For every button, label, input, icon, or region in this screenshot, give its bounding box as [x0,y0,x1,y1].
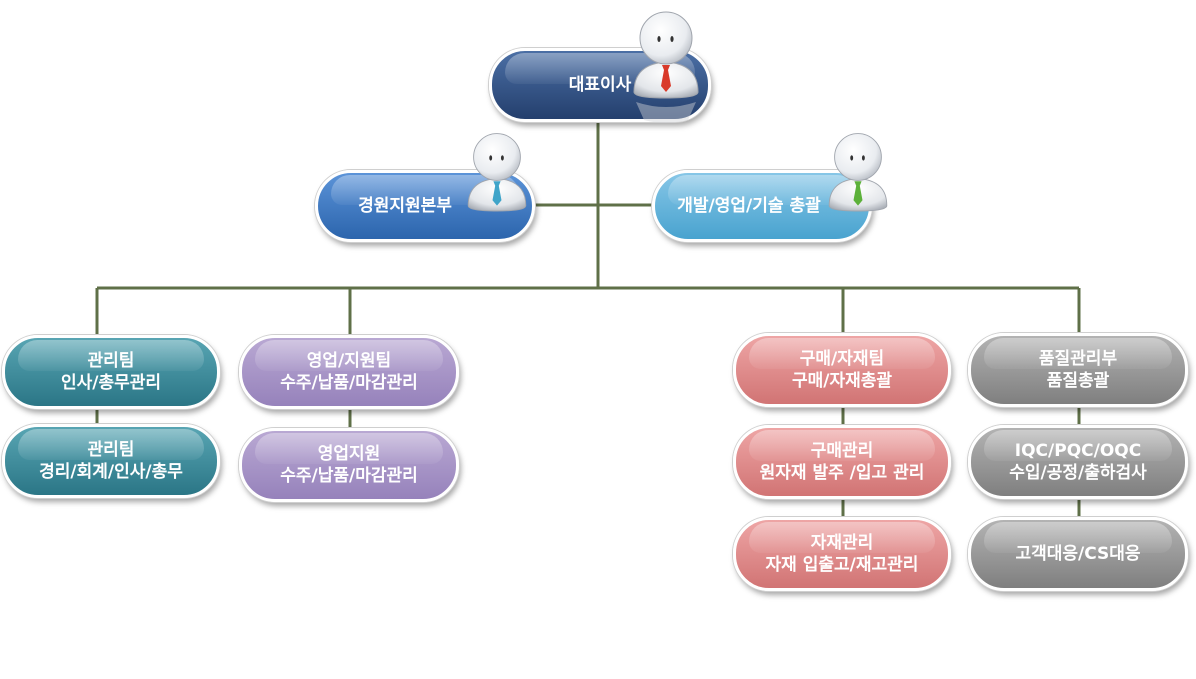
team-box-title: 관리팀 [87,351,135,371]
team-box-title: 관리팀 [87,440,135,460]
ceo-label: 대표이사 [568,75,632,95]
division-label: 개발/영업/기술 총괄 [677,196,821,216]
team-box-inspection: IQC/PQC/OQC 수입/공정/출하검사 [968,425,1188,499]
team-box-sales-support-team: 영업/지원팀 수주/납품/마감관리 [239,335,459,409]
team-box-subtitle: 원자재 발주 /입고 관리 [759,463,925,483]
team-box-materials: 자재관리 자재 입출고/재고관리 [733,517,951,591]
team-box-subtitle: 자재 입출고/재고관리 [765,555,919,575]
team-box-subtitle: 수주/납품/마감관리 [280,466,418,486]
division-label: 경원지원본부 [358,196,452,216]
team-box-title: 품질관리부 [1038,349,1118,369]
team-box-title: 영업/지원팀 [306,351,392,371]
team-box-title: 구매/자재팀 [799,349,885,369]
person-icon-management-support [467,133,527,212]
team-box-title: 자재관리 [810,533,874,553]
team-box-subtitle: 수주/납품/마감관리 [280,373,418,393]
team-box-title: 영업지원 [317,444,381,464]
team-box-subtitle: 구매/자재총괄 [791,371,893,391]
team-box-purchasing: 구매관리 원자재 발주 /입고 관리 [733,425,951,499]
connector-lines [95,122,1081,517]
team-box-title: 구매관리 [810,441,874,461]
team-box-customer-service: 고객대응/CS대응 [968,517,1188,591]
team-box-quality-dept: 품질관리부 품질총괄 [968,333,1188,407]
team-box-sales-support: 영업지원 수주/납품/마감관리 [239,428,459,502]
team-box-subtitle: 품질총괄 [1046,371,1110,391]
team-box-purchasing-materials-team: 구매/자재팀 구매/자재총괄 [733,333,951,407]
team-box-admin-hr: 관리팀 인사/총무관리 [2,335,220,409]
team-box-title: IQC/PQC/OQC [1014,441,1142,461]
team-box-admin-accounting: 관리팀 경리/회계/인사/총무 [2,424,220,498]
team-box-subtitle: 인사/총무관리 [60,373,162,393]
person-icon-dev-sales-tech [828,133,888,212]
team-box-subtitle: 경리/회계/인사/총무 [39,462,183,482]
person-icon-ceo [633,11,699,123]
ceo-tie [661,65,671,92]
team-box-title: 고객대응/CS대응 [1015,544,1141,564]
team-box-subtitle: 수입/공정/출하검사 [1009,463,1147,483]
